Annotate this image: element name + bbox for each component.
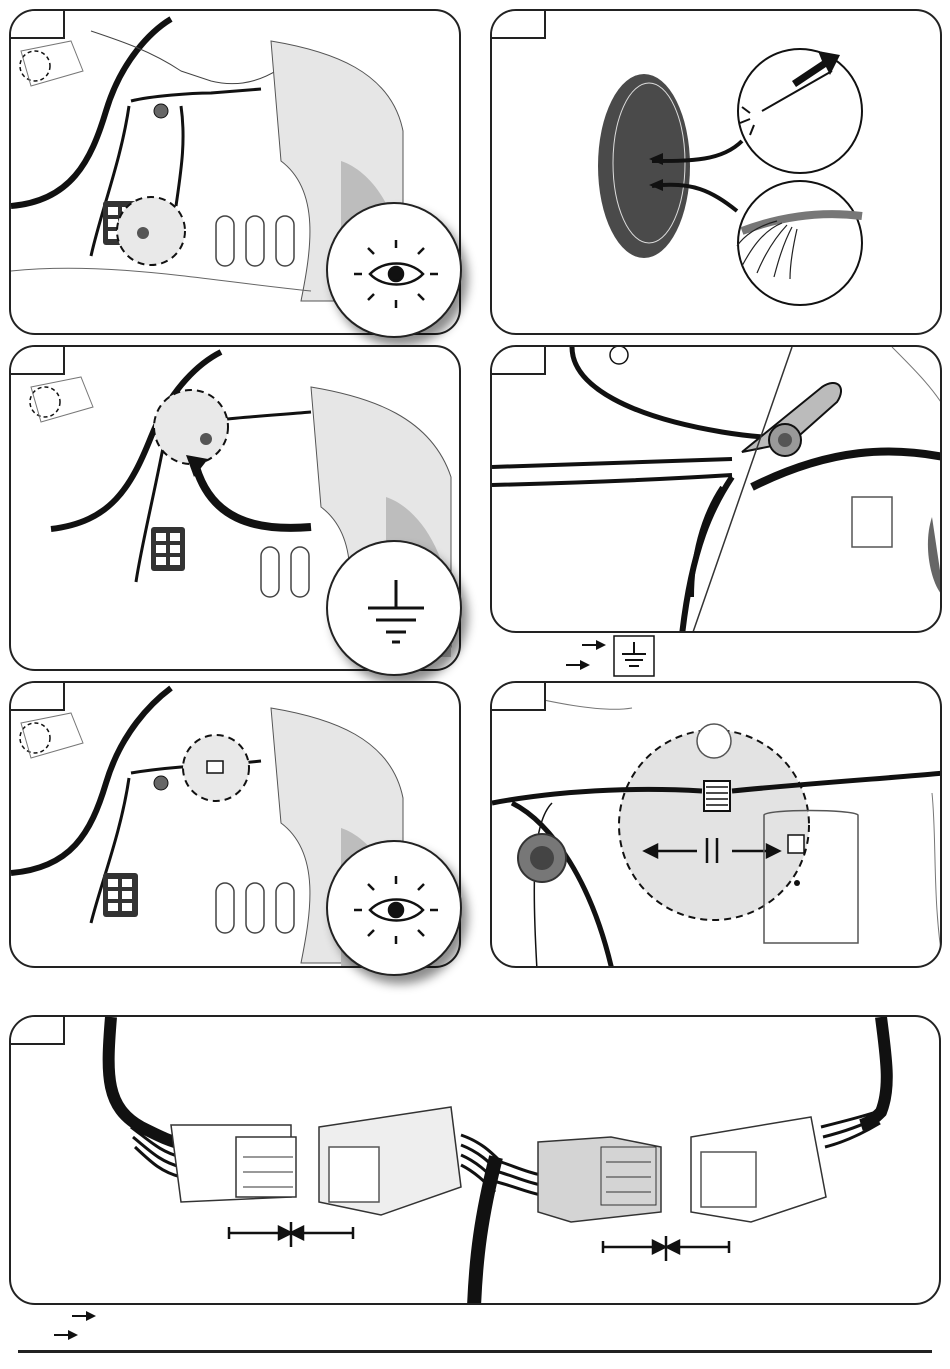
ground-legend-icons [562,634,662,680]
step-number-1 [9,9,65,39]
connector-split-illustration [492,683,942,968]
step-number-3 [9,345,65,375]
step-3-ground-bubble [326,540,462,676]
connector-legend-icons [50,1306,110,1346]
step-number-4 [490,345,546,375]
connector-join-illustration [11,1017,941,1305]
step-number-6 [490,681,546,711]
step-number-7 [9,1015,65,1045]
eye-icon [328,204,464,340]
step-panel-4 [490,345,942,633]
eye-icon [328,842,464,978]
step-5-eye-bubble [326,840,462,976]
ground-legend [562,634,662,680]
arrow-right-icon [582,640,606,650]
arrow-right-icon [72,1311,96,1321]
ground-icon [328,542,464,678]
arrow-right-icon [54,1330,78,1340]
connector-legend [50,1306,110,1346]
connector-join-icon [603,1236,729,1261]
arrow-right-icon [566,660,590,670]
step-number-2 [490,9,546,39]
step-panel-7 [9,1015,941,1305]
step-number-5 [9,681,65,711]
connector-join-icon [229,1222,353,1247]
grommet-illustration [492,11,942,335]
bottom-divider [18,1350,932,1353]
ground-terminal-illustration [492,347,942,633]
step-1-eye-bubble [326,202,462,338]
step-panel-2 [490,9,942,335]
step-panel-6 [490,681,942,968]
